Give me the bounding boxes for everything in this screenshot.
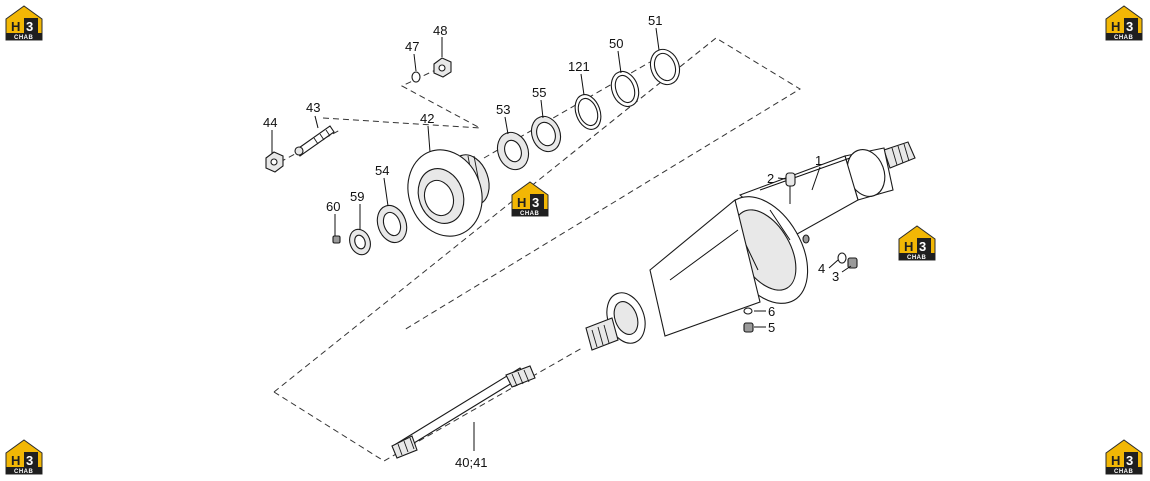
wheel-hub — [407, 149, 490, 237]
wheel-nut — [265, 151, 284, 173]
callout-121: 121 — [568, 59, 590, 74]
logo-top-left: H 3 CHAB — [5, 5, 43, 41]
washer-47 — [411, 71, 421, 83]
ring-51 — [649, 48, 681, 86]
callout-43: 43 — [306, 100, 320, 115]
svg-text:CHAB: CHAB — [520, 211, 539, 217]
callout-42: 42 — [420, 111, 434, 126]
nut-48 — [433, 57, 452, 78]
svg-text:H: H — [11, 453, 20, 468]
svg-text:3: 3 — [532, 195, 539, 210]
svg-text:H: H — [11, 19, 20, 34]
svg-text:H: H — [904, 239, 913, 254]
bearing-54 — [376, 204, 408, 244]
svg-text:CHAB: CHAB — [14, 469, 33, 475]
screw-60 — [332, 235, 341, 244]
callout-5: 5 — [768, 320, 775, 335]
svg-text:3: 3 — [1126, 453, 1133, 468]
callout-44: 44 — [263, 115, 277, 130]
callout-54: 54 — [375, 163, 389, 178]
svg-text:CHAB: CHAB — [1114, 35, 1133, 41]
ring-50 — [610, 70, 640, 108]
svg-text:3: 3 — [919, 239, 926, 254]
axle-shaft — [391, 365, 536, 459]
ring-121 — [574, 94, 602, 130]
logo-bottom-right: H 3 CHAB — [1105, 439, 1143, 475]
svg-text:3: 3 — [26, 19, 33, 34]
callout-2: 2 — [767, 171, 774, 186]
logo-right-middle: H 3 CHAB — [898, 225, 936, 261]
callout-59: 59 — [350, 189, 364, 204]
housing-hardware — [743, 172, 858, 333]
bearing-53 — [496, 131, 530, 171]
svg-text:CHAB: CHAB — [14, 35, 33, 41]
callout-50: 50 — [609, 36, 623, 51]
callout-47: 47 — [405, 39, 419, 54]
svg-text:H: H — [1111, 19, 1120, 34]
svg-text:CHAB: CHAB — [907, 255, 926, 261]
callout-55: 55 — [532, 85, 546, 100]
logo-bottom-left: H 3 CHAB — [5, 439, 43, 475]
callout-3: 3 — [832, 269, 839, 284]
axle-housing — [585, 141, 916, 351]
svg-text:3: 3 — [1126, 19, 1133, 34]
svg-text:3: 3 — [26, 453, 33, 468]
callout-53: 53 — [496, 102, 510, 117]
logo-center: H 3 CHAB — [511, 181, 549, 217]
leader-lines — [271, 27, 852, 451]
logo-top-right: H 3 CHAB — [1105, 5, 1143, 41]
wheel-stud — [294, 125, 335, 157]
bearing-cup-55 — [530, 115, 562, 153]
svg-text:CHAB: CHAB — [1114, 469, 1133, 475]
callout-60: 60 — [326, 199, 340, 214]
callout-1: 1 — [815, 153, 822, 168]
part-callouts: 1 2 4 3 6 5 40;41 42 43 44 47 48 53 55 1… — [263, 13, 839, 470]
callout-6: 6 — [768, 304, 775, 319]
svg-text:H: H — [1111, 453, 1120, 468]
callout-48: 48 — [433, 23, 447, 38]
lock-nut-59 — [349, 228, 371, 256]
callout-40-41: 40;41 — [455, 455, 488, 470]
callout-51: 51 — [648, 13, 662, 28]
callout-4: 4 — [818, 261, 825, 276]
svg-text:H: H — [517, 195, 526, 210]
